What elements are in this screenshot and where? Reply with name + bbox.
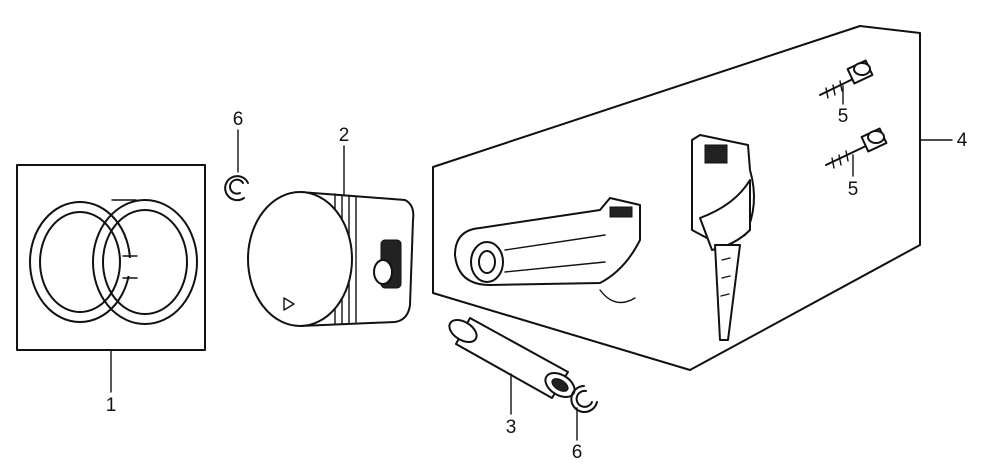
- rod-bolt-upper[interactable]: [819, 59, 874, 99]
- callout-6-lower: 6: [572, 442, 583, 463]
- callout-5-lower: 5: [848, 179, 859, 200]
- callout-4: 4: [957, 130, 968, 151]
- piston-ring-set[interactable]: [16, 164, 206, 351]
- circlip-lower[interactable]: [570, 385, 598, 413]
- connecting-rod[interactable]: [454, 197, 641, 304]
- connecting-rod-cap[interactable]: [691, 134, 755, 341]
- callout-2: 2: [339, 125, 350, 146]
- conrod-assembly-outline: [432, 25, 921, 371]
- circlip-upper[interactable]: [224, 175, 249, 202]
- callout-6-upper: 6: [233, 109, 244, 130]
- callout-5-upper: 5: [838, 106, 849, 127]
- piston[interactable]: [247, 191, 415, 327]
- rod-bolt-lower[interactable]: [825, 127, 888, 169]
- callout-3: 3: [506, 417, 517, 438]
- piston-pin[interactable]: [446, 315, 579, 402]
- callout-1: 1: [106, 395, 117, 416]
